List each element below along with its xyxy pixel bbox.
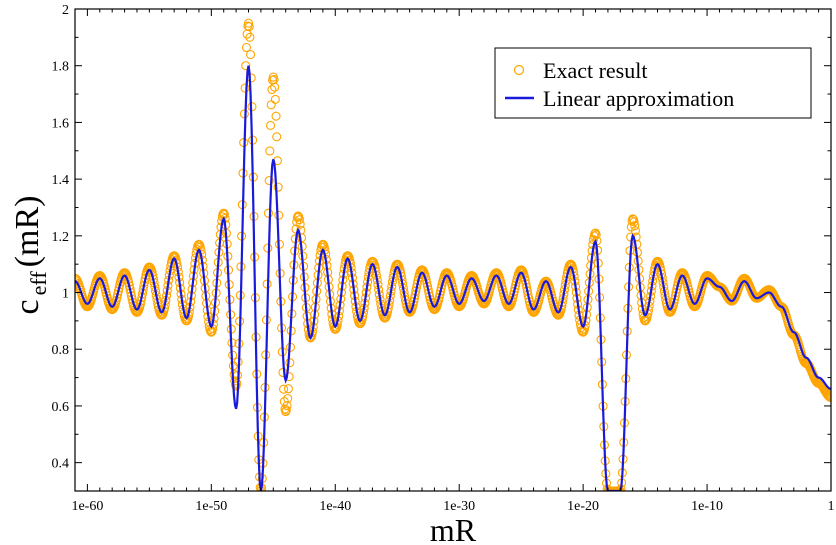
exact-result-point <box>823 391 831 401</box>
exact-result-point <box>273 182 283 192</box>
exact-result-point <box>270 82 280 92</box>
exact-result-point <box>263 208 274 218</box>
exact-result-point <box>283 393 293 404</box>
series-linear-approximation <box>75 65 831 491</box>
exact-result-point <box>294 215 305 225</box>
y-tick-label: 0.4 <box>52 457 70 472</box>
y-tick-label: 0.6 <box>52 400 70 415</box>
x-axis-title: mR <box>430 512 477 545</box>
exact-result-point <box>778 303 788 313</box>
y-tick-label: 0.8 <box>52 343 70 358</box>
exact-result-point <box>270 94 280 105</box>
y-axis-title: c eff (mR) <box>9 196 51 315</box>
exact-result-point <box>245 32 255 42</box>
legend: Exact result Linear approximation <box>494 47 812 119</box>
exact-result-point <box>274 210 284 220</box>
exact-result-point <box>282 401 292 411</box>
legend-box <box>494 47 812 119</box>
exact-result-point <box>267 84 277 95</box>
y-axis-title-subscript: eff <box>26 271 51 296</box>
x-tick-label: 1e-50 <box>195 499 227 514</box>
y-tick-label: 1 <box>62 287 69 302</box>
x-tick-label: 1e-40 <box>319 499 351 514</box>
y-tick-label: 1.2 <box>52 230 70 245</box>
legend-marker-exact <box>513 64 525 76</box>
exact-result-point <box>241 42 251 53</box>
exact-result-point <box>279 384 289 394</box>
exact-result-point <box>246 49 256 60</box>
exact-result-point <box>244 22 254 32</box>
x-tick-label: 1e-10 <box>691 499 723 514</box>
exact-result-point <box>629 217 639 227</box>
y-tick-label: 1.8 <box>52 60 70 75</box>
exact-result-point <box>272 132 282 142</box>
exact-result-point <box>243 18 254 28</box>
series-layer <box>75 18 831 491</box>
y-axis-title-tail: (mR) <box>9 196 46 268</box>
x-tick-label: 1e-20 <box>567 499 599 514</box>
exact-result-point <box>295 219 305 229</box>
legend-label-exact: Exact result <box>543 58 647 83</box>
exact-result-point <box>241 61 251 71</box>
x-tick-label: 1e-60 <box>71 499 103 514</box>
exact-result-point <box>271 111 281 121</box>
plot-frame <box>74 8 832 492</box>
ticks-layer: 1e-60 1e-50 1e-40 1e-30 1e-20 1e-10 1 0.4 0.6 0.8… <box>52 3 835 514</box>
legend-label-linear: Linear approximation <box>543 86 734 111</box>
exact-result-point <box>281 405 291 415</box>
exact-result-point <box>265 120 276 131</box>
exact-result-point <box>240 83 250 93</box>
x-tick-label: 1e-30 <box>443 499 475 514</box>
y-tick-label: 1.6 <box>52 116 70 131</box>
exact-result-point <box>826 392 831 402</box>
y-axis-title-main: c <box>9 299 46 314</box>
y-tick-label: 1.4 <box>52 173 70 188</box>
axes-layer <box>74 8 832 492</box>
x-tick-label: 1 <box>828 499 835 514</box>
exact-result-point <box>263 243 273 253</box>
exact-result-point <box>283 384 293 394</box>
exact-result-point <box>630 226 641 236</box>
exact-result-point <box>264 175 274 186</box>
exact-result-point <box>265 146 275 156</box>
exact-result-point <box>630 221 640 231</box>
y-tick-label: 2 <box>62 3 69 18</box>
exact-result-point <box>591 230 601 240</box>
